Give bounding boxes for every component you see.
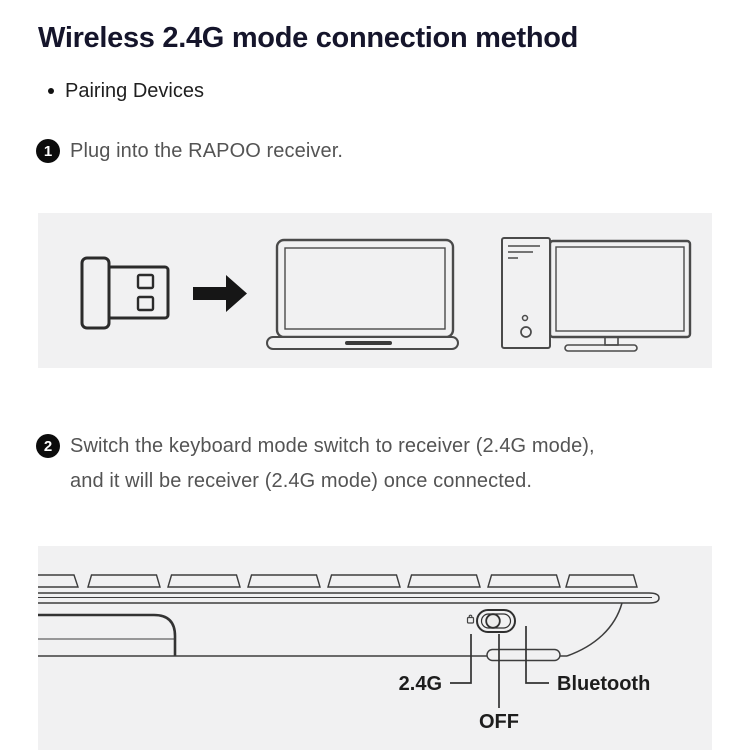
mode-switch-icon	[476, 609, 516, 633]
arrow-right-icon	[193, 275, 247, 312]
callout-line-24g	[450, 634, 472, 684]
step-2-text: Switch the keyboard mode switch to recei…	[70, 429, 595, 499]
label-24g: 2.4G	[399, 673, 442, 695]
mode-switch-diagram-panel: 2.4G OFF Bluetooth	[38, 546, 712, 750]
keyboard-keys	[38, 574, 638, 588]
step-2-number-badge: 2	[36, 434, 60, 458]
monitor-icon	[548, 239, 692, 352]
keyboard-deck	[38, 592, 660, 604]
step-2-line-2: and it will be receiver (2.4G mode) once…	[70, 470, 533, 492]
keyboard-base-recess	[38, 613, 177, 656]
pairing-devices-heading: Pairing Devices	[48, 80, 204, 102]
bullet-icon	[48, 88, 54, 94]
step-1: 1 Plug into the RAPOO receiver.	[36, 134, 343, 169]
indicator-icon	[466, 614, 475, 624]
step-1-number-badge: 1	[36, 139, 60, 163]
step-2-line-1: Switch the keyboard mode switch to recei…	[70, 435, 595, 457]
bullet-label: Pairing Devices	[65, 79, 204, 102]
laptop-icon	[266, 238, 459, 350]
receiver-diagram-panel	[38, 213, 712, 368]
keyboard-foot	[486, 648, 561, 662]
callout-lines	[450, 626, 549, 708]
desktop-computer-icon	[501, 237, 692, 352]
keyboard-right-curve	[566, 602, 623, 657]
page-title: Wireless 2.4G mode connection method	[38, 22, 579, 54]
mode-switch-diagram: 2.4G OFF Bluetooth	[38, 574, 660, 733]
callout-line-bluetooth	[525, 626, 549, 684]
label-off: OFF	[479, 711, 519, 733]
step-2: 2 Switch the keyboard mode switch to rec…	[36, 429, 595, 499]
usb-receiver-icon	[80, 256, 170, 330]
step-1-text: Plug into the RAPOO receiver.	[70, 134, 343, 169]
receiver-diagram	[80, 237, 692, 352]
keyboard-side-icon	[38, 574, 660, 662]
label-bluetooth: Bluetooth	[557, 673, 650, 695]
desktop-tower-icon	[501, 237, 551, 349]
step-1-line-1: Plug into the RAPOO receiver.	[70, 140, 344, 162]
